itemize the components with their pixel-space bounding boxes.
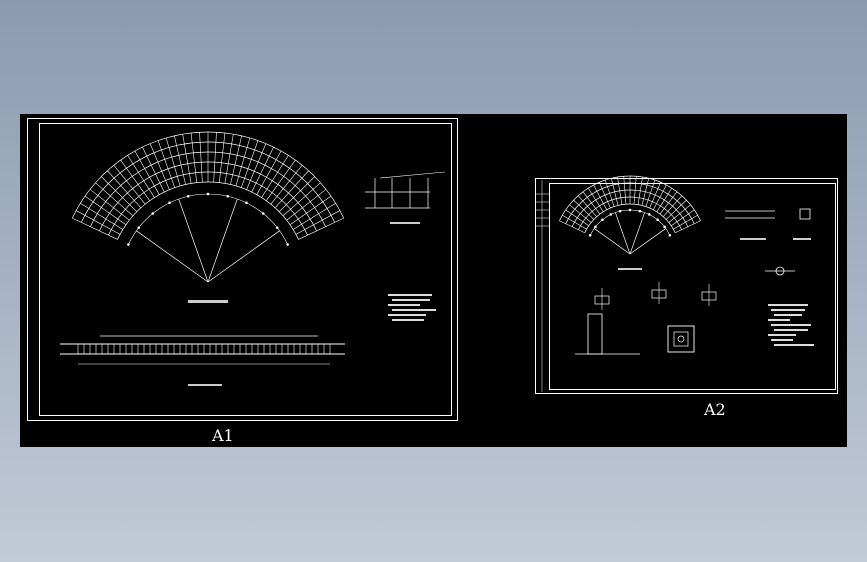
cad-drawing-canvas bbox=[27, 118, 838, 421]
a2-detail-drawings bbox=[536, 180, 814, 392]
sheet-a1-outer-border bbox=[27, 118, 458, 421]
sheet-a1-label: A1 bbox=[212, 426, 234, 445]
a2-fan-plan-drawing bbox=[559, 175, 701, 270]
sheet-a2[interactable] bbox=[535, 175, 838, 394]
sheet-a1[interactable] bbox=[27, 118, 458, 421]
sheet-a2-inner-border bbox=[549, 183, 836, 390]
cad-drawing-viewport[interactable]: A1 A2 bbox=[20, 114, 847, 447]
a1-section-detail bbox=[365, 171, 446, 224]
a1-notes-block bbox=[388, 294, 436, 321]
sheet-a2-outer-border bbox=[535, 178, 838, 394]
sheet-a1-inner-border bbox=[39, 123, 452, 416]
a1-fan-plan-drawing bbox=[71, 131, 345, 303]
sheet-a2-label: A2 bbox=[704, 400, 726, 419]
a1-elevation-drawing bbox=[60, 335, 345, 386]
